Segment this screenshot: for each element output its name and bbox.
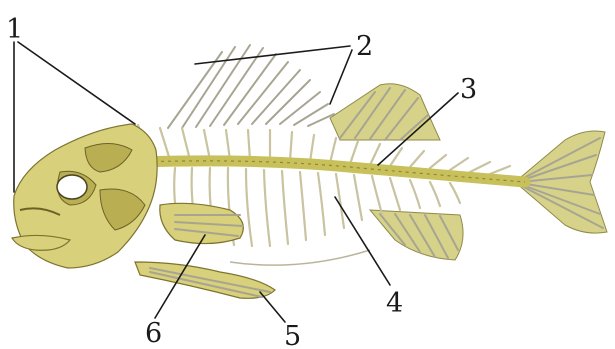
- pelvic-fin: [135, 262, 275, 298]
- skull: [12, 124, 157, 268]
- anal-fin: [370, 210, 463, 260]
- leader-5-pelvic: [260, 292, 285, 322]
- leader-1-skull-back: [18, 42, 135, 124]
- label-2: 2: [356, 31, 373, 62]
- vertebral-column: [140, 161, 525, 182]
- leader-2-fin-left: [195, 46, 350, 64]
- label-3: 3: [460, 74, 477, 105]
- leader-2-fin-right: [330, 50, 352, 104]
- second-dorsal-fin: [330, 84, 440, 140]
- label-4: 4: [386, 288, 403, 319]
- pectoral-fin: [160, 203, 244, 243]
- label-5: 5: [284, 321, 301, 349]
- label-1: 1: [6, 14, 23, 45]
- label-6: 6: [145, 318, 162, 349]
